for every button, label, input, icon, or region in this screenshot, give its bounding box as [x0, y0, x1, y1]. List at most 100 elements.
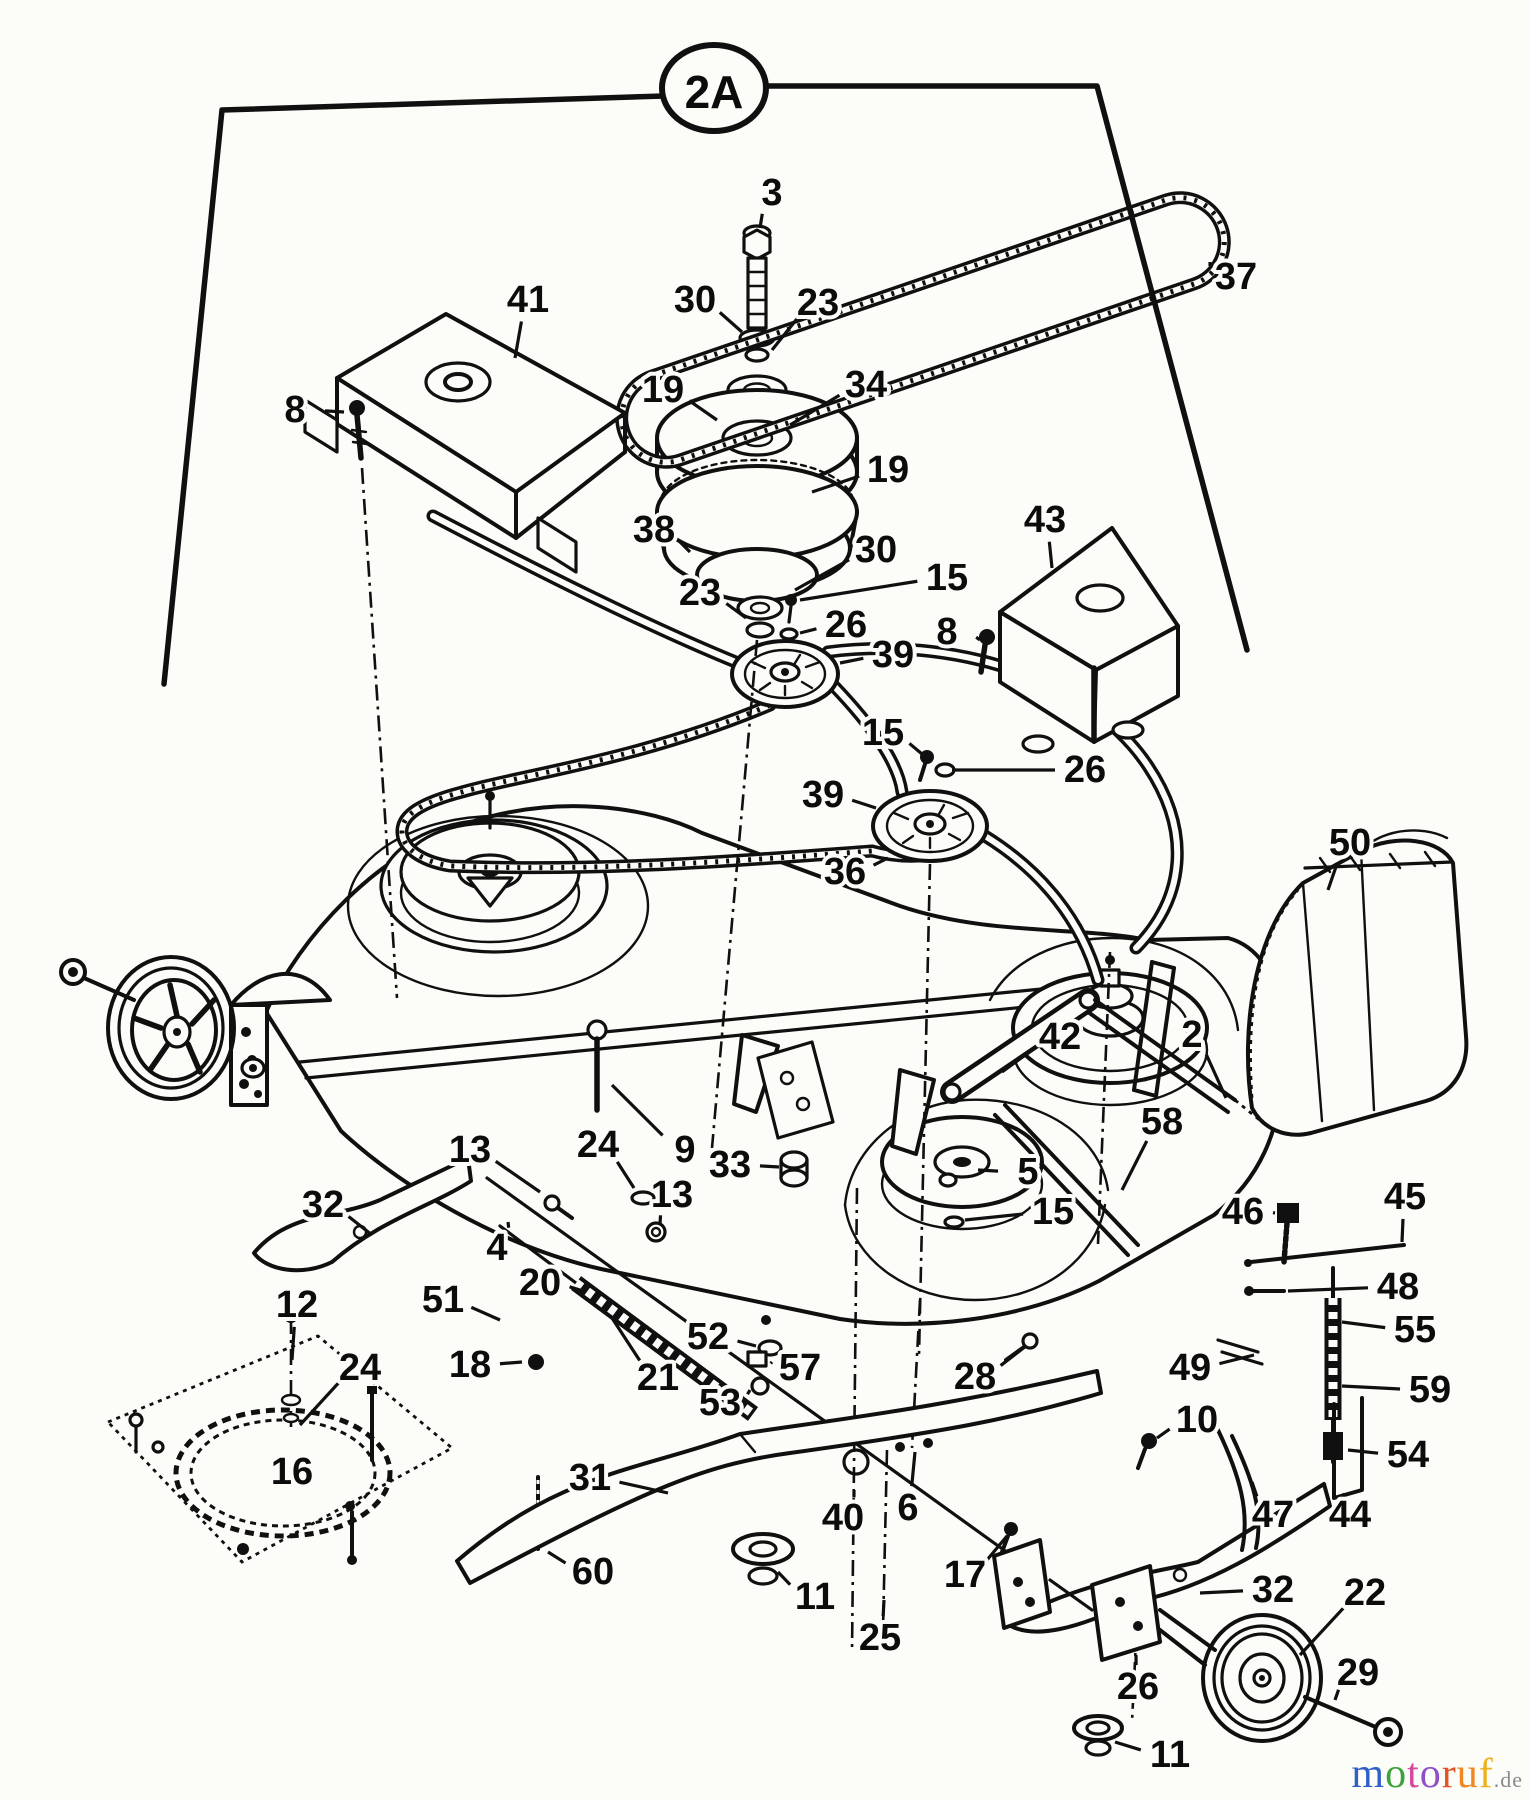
bolt: [543, 1194, 561, 1212]
bearing: [736, 595, 784, 621]
part-callout-26: 26: [1064, 749, 1106, 791]
nut: [750, 1376, 770, 1396]
leader-line-18: [499, 1360, 523, 1366]
part-callout-9: 9: [674, 1129, 695, 1171]
leader-line-44: [1340, 1492, 1347, 1499]
spindle-pulley-stack: [655, 224, 859, 639]
part-callout-11: 11: [795, 1576, 835, 1618]
leader-line-6: [910, 1451, 917, 1487]
leader-line-31: [619, 1480, 669, 1495]
section-badge: [659, 42, 769, 134]
leader-line-11: [776, 1570, 792, 1586]
part-callout-59: 59: [1409, 1369, 1451, 1411]
part-callout-16: 16: [271, 1451, 313, 1493]
part-callout-60: 60: [572, 1551, 614, 1593]
leader-line-28: [999, 1344, 1027, 1367]
part-callout-15: 15: [1032, 1191, 1074, 1233]
leader-line-2: [1204, 1053, 1228, 1099]
part-callout-30: 30: [855, 529, 897, 571]
leader-line-11: [1114, 1740, 1142, 1752]
leader-line-38: [678, 540, 692, 554]
leader-line-10: [1156, 1427, 1171, 1440]
leader-line-45: [1400, 1218, 1405, 1243]
part-callout-42: 42: [1039, 1016, 1081, 1058]
blade-center: [455, 1369, 1103, 1585]
left-spindle-dome: [346, 791, 650, 998]
leader-line-24: [298, 1382, 340, 1427]
part-callout-19: 19: [642, 369, 684, 411]
part-callout-50: 50: [1329, 822, 1371, 864]
section-label: 2A: [685, 66, 744, 118]
bracket: [1230, 1434, 1261, 1550]
part-callout-15: 15: [862, 712, 904, 754]
watermark-letter: u: [1456, 1751, 1479, 1797]
part-callout-18: 18: [449, 1344, 491, 1386]
bolt: [1277, 1203, 1299, 1223]
part-callout-26: 26: [825, 604, 867, 646]
washer: [779, 627, 799, 641]
bolt: [1021, 1332, 1039, 1350]
gasket-ring: [173, 1407, 393, 1539]
leader-line-9: [610, 1083, 664, 1137]
pulley: [655, 464, 859, 560]
washer: [630, 1190, 656, 1206]
watermark-letter: o: [1385, 1751, 1408, 1797]
part-callout-57: 57: [779, 1347, 821, 1389]
leader-line-58: [1120, 1140, 1149, 1191]
upper-drive-belt: [615, 191, 1231, 469]
part-callout-13: 13: [449, 1129, 491, 1171]
idler-arm: [940, 988, 1100, 1104]
leader-line-13: [494, 1160, 541, 1194]
leader-line-22: [1298, 1607, 1345, 1657]
part-callout-34: 34: [845, 364, 887, 406]
mower-deck: [229, 791, 1283, 1326]
wheel-bolt: [1303, 1695, 1380, 1730]
part-callout-54: 54: [1387, 1434, 1429, 1476]
part-callout-51: 51: [422, 1279, 464, 1321]
bolt: [785, 594, 797, 606]
part-callout-46: 46: [1222, 1191, 1264, 1233]
leader-line-5: [977, 1168, 999, 1173]
washer: [731, 1532, 795, 1566]
leader-line-54: [1347, 1448, 1379, 1455]
leader-line-30: [794, 558, 850, 592]
part-callout-25: 25: [859, 1617, 901, 1659]
leader-line-19: [811, 474, 860, 494]
part-callout-24: 24: [577, 1124, 619, 1166]
part-callout-37: 37: [1215, 256, 1257, 298]
watermark-letter: f: [1478, 1751, 1494, 1797]
wheel-bracket-right: [1090, 1564, 1162, 1662]
mounting-plate-assembly: [105, 1309, 455, 1565]
leader-line-49: [1219, 1353, 1255, 1366]
gauge-wheel-left: [59, 955, 266, 1101]
leader-line-59: [1341, 1384, 1401, 1391]
leader-line-34: [789, 393, 841, 427]
hanger-bar: [1086, 960, 1263, 1124]
bolt: [528, 1354, 544, 1370]
part-callout-13: 13: [651, 1174, 693, 1216]
part-callout-11: 11: [1150, 1734, 1190, 1776]
part-callout-4: 4: [486, 1227, 507, 1269]
washer: [744, 347, 770, 363]
part-callout-2: 2: [1181, 1014, 1202, 1056]
brace-bar: [993, 1103, 1140, 1257]
blades: [252, 1156, 1332, 1634]
part-callout-31: 31: [569, 1457, 611, 1499]
part-callout-39: 39: [872, 634, 914, 676]
leader-line-39: [851, 798, 877, 810]
leader-line-8: [975, 635, 981, 642]
bracket-gusset: [229, 971, 332, 1007]
part-callout-3: 3: [761, 172, 782, 214]
part-callout-41: 41: [507, 279, 549, 321]
leader-line-3: [758, 213, 764, 229]
watermark-letter: o: [1419, 1751, 1442, 1797]
leader-line-39: [839, 656, 864, 665]
deck-gusset: [890, 1068, 936, 1156]
part-callout-26: 26: [1117, 1666, 1159, 1708]
washer: [745, 621, 775, 639]
part-callout-47: 47: [1252, 1494, 1294, 1536]
washer: [943, 1215, 965, 1229]
leader-line-26: [799, 627, 817, 635]
part-callout-23: 23: [679, 572, 721, 614]
part-callout-49: 49: [1169, 1347, 1211, 1389]
